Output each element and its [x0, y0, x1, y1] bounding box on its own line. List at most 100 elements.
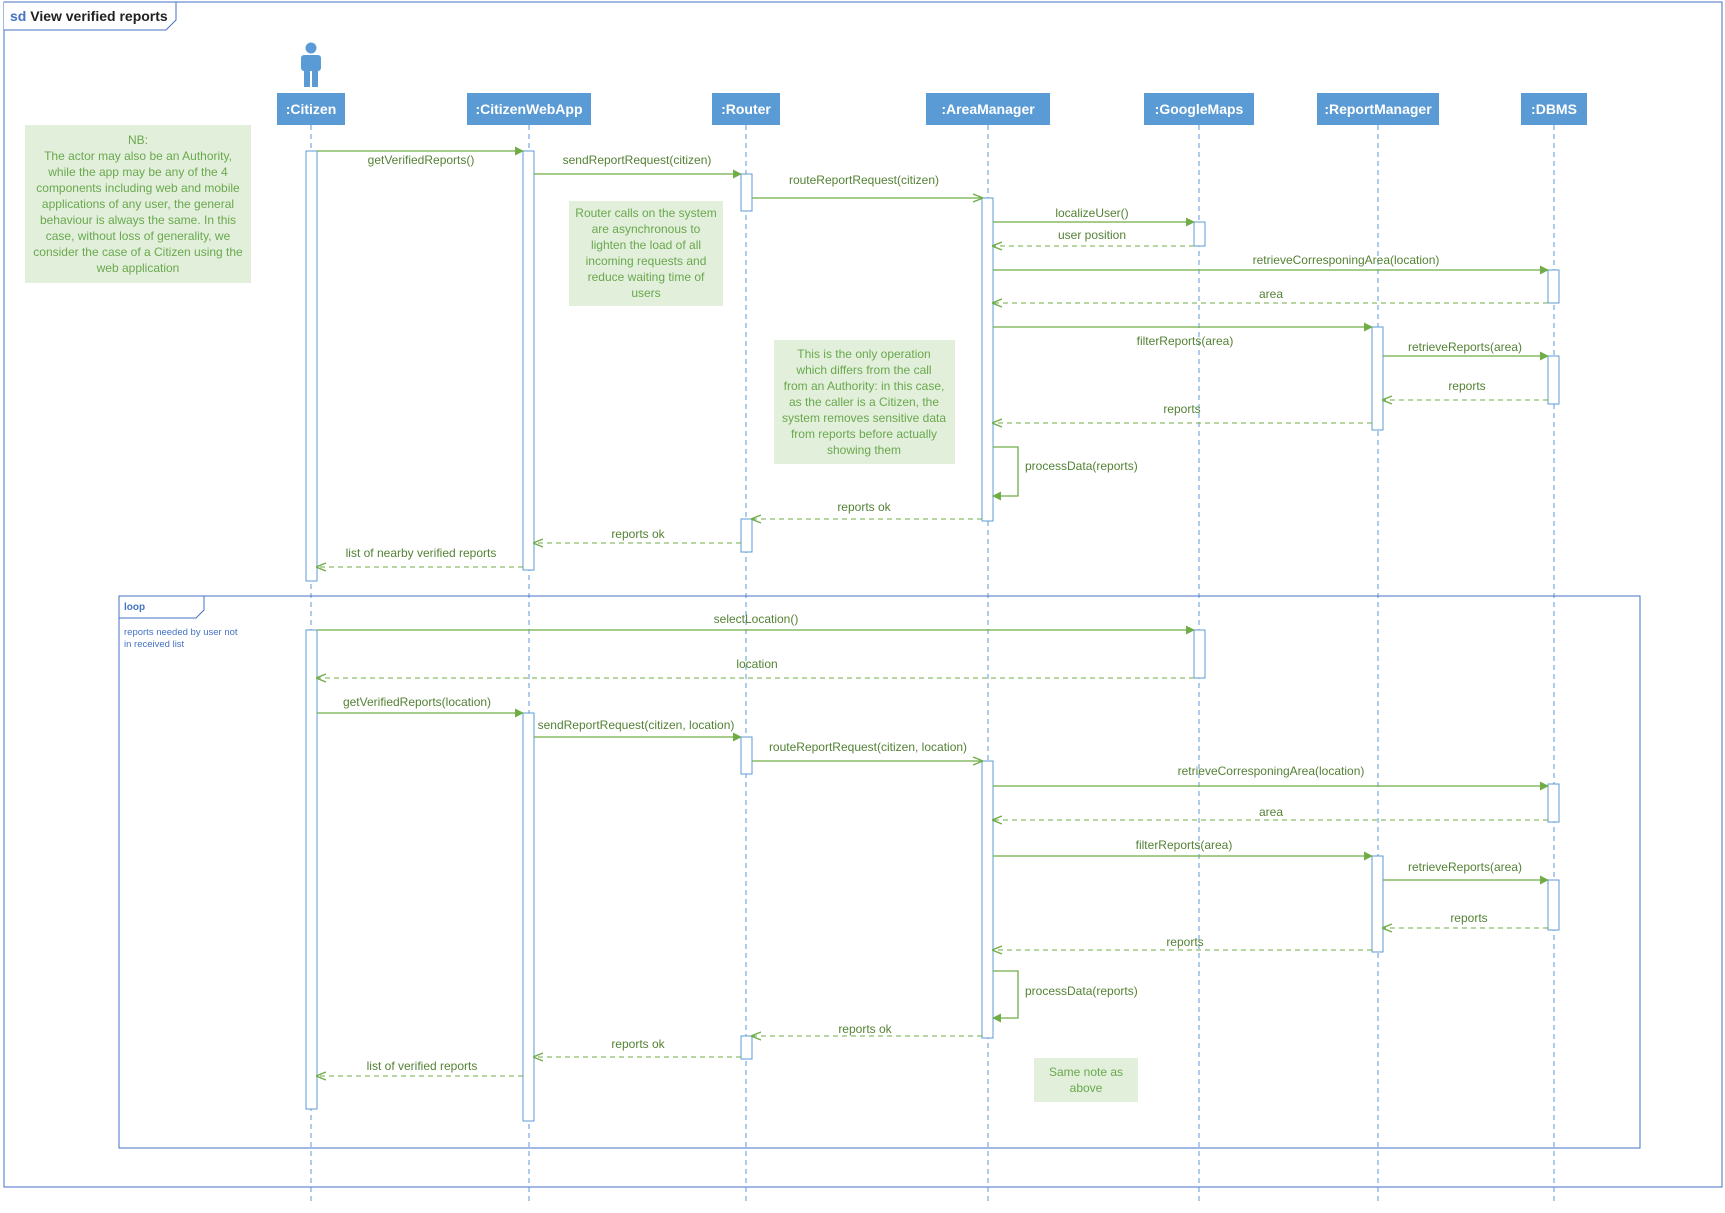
lifeline-label-gmaps: :GoogleMaps — [1155, 101, 1244, 117]
person-icon — [301, 42, 321, 87]
lifeline-label-area: :AreaManager — [941, 101, 1035, 117]
loop-guard-line-1: reports needed by user not — [124, 627, 238, 638]
lifeline-dashes — [310, 125, 1555, 1205]
note-actor: NB: The actor may also be an Authority, … — [25, 125, 251, 283]
message-label: reports — [1450, 911, 1487, 925]
note-router-line: incoming requests and — [586, 254, 707, 268]
sd-title: View verified reports — [30, 8, 168, 24]
message-label: routeReportRequest(citizen) — [789, 173, 939, 187]
note-actor-line: behaviour is always the same. In this — [40, 213, 236, 227]
activation-reportmgr-1 — [1371, 326, 1384, 431]
sd-frame-label: sd View verified reports — [10, 8, 168, 24]
note-actor-text: NB: The actor may also be an Authority, … — [33, 133, 243, 275]
note-router-line: are asynchronous to — [592, 222, 701, 236]
loop-keyword: loop — [124, 602, 145, 613]
activation-webapp-2 — [522, 712, 535, 1122]
message-label: retrieveReports(area) — [1408, 860, 1522, 874]
activation-gmaps-1 — [1193, 221, 1206, 247]
note-actor-line: web application — [96, 261, 180, 275]
lifeline-label-dbms: :DBMS — [1531, 101, 1577, 117]
lifeline-label-router: :Router — [721, 101, 771, 117]
note-same-line: above — [1070, 1081, 1103, 1095]
activation-citizen-1 — [305, 150, 318, 582]
note-actor-line: consider the case of a Citizen using the — [33, 245, 243, 259]
note-actor-line: The actor may also be an Authority, — [44, 149, 232, 163]
sd-frame — [3, 1, 1723, 1188]
note-filter-line: from an Authority: in this case, — [784, 379, 945, 393]
message-label: user position — [1058, 228, 1126, 242]
note-same-text: Same note as above — [1049, 1065, 1123, 1095]
message-label: reports ok — [837, 500, 891, 514]
message-label: reports — [1448, 379, 1485, 393]
lifeline-header-webapp: :CitizenWebApp — [467, 93, 591, 125]
activations — [305, 150, 1560, 1122]
sd-frame-tab — [4, 1, 177, 31]
message-label: retrieveReports(area) — [1408, 340, 1522, 354]
activation-router-2 — [740, 518, 753, 553]
activation-gmaps-2 — [1193, 629, 1206, 679]
lifeline-label-citizen: :Citizen — [286, 101, 337, 117]
message-label: area — [1259, 287, 1283, 301]
message-label: list of nearby verified reports — [346, 546, 497, 560]
message-label: reports ok — [611, 1037, 665, 1051]
lifeline-label-reportmgr: :ReportManager — [1324, 101, 1432, 117]
loop-fragment: loop reports needed by user not in recei… — [118, 595, 1641, 1149]
message-label: filterReports(area) — [1137, 334, 1234, 348]
note-router-line: users — [631, 286, 660, 300]
note-actor-line: applications of any user, the general — [42, 197, 234, 211]
message-label: retrieveCorresponingArea(location) — [1178, 764, 1365, 778]
messages: getVerifiedReports() sendReportRequest(c… — [317, 146, 1549, 1076]
note-actor-line: components including web and mobile — [36, 181, 240, 195]
lifeline-header-router: :Router — [712, 93, 780, 125]
message-arrow — [992, 446, 1019, 501]
activation-area-1 — [981, 197, 994, 522]
message-label: getVerifiedReports() — [368, 153, 475, 167]
activation-dbms-3 — [1547, 783, 1560, 823]
lifeline-header-gmaps: :GoogleMaps — [1144, 93, 1254, 125]
message-label: reports ok — [611, 527, 665, 541]
message-label: sendReportRequest(citizen) — [563, 153, 712, 167]
note-filter-line: This is the only operation — [797, 347, 930, 361]
note-actor-line: while the app may be any of the 4 — [47, 165, 228, 179]
note-actor-line: NB: — [128, 133, 148, 147]
note-filter-text: This is the only operation which differs… — [782, 347, 946, 457]
note-same: Same note as above — [1034, 1058, 1138, 1102]
note-filter-line: from reports before actually — [791, 427, 937, 441]
activation-dbms-2 — [1547, 355, 1560, 405]
lifeline-header-dbms: :DBMS — [1521, 93, 1587, 125]
note-router-text: Router calls on the system are asynchron… — [575, 206, 716, 300]
lifeline-headers: :Citizen :CitizenWebApp :Router :AreaMan… — [277, 93, 1587, 125]
activation-webapp-1 — [522, 150, 535, 571]
note-router-line: lighten the load of all — [591, 238, 701, 252]
note-filter-line: showing them — [827, 443, 901, 457]
message-label: reports ok — [838, 1022, 892, 1036]
message-label: processData(reports) — [1025, 984, 1138, 998]
activation-citizen-2 — [305, 629, 318, 1110]
note-same-line: Same note as — [1049, 1065, 1123, 1079]
message-label: getVerifiedReports(location) — [343, 695, 491, 709]
message-label: location — [736, 657, 777, 671]
message-label: reports — [1166, 935, 1203, 949]
activation-router-4 — [740, 1035, 753, 1060]
activation-dbms-4 — [1547, 879, 1560, 931]
note-filter-line: which differs from the call — [795, 363, 931, 377]
message-label: localizeUser() — [1055, 206, 1128, 220]
note-actor-line: case, without loss of generality, we — [46, 229, 231, 243]
message-label: routeReportRequest(citizen, location) — [769, 740, 967, 754]
lifeline-header-reportmgr: :ReportManager — [1317, 93, 1439, 125]
note-router-line: Router calls on the system — [575, 206, 716, 220]
message-label: processData(reports) — [1025, 459, 1138, 473]
message-label: area — [1259, 805, 1283, 819]
note-filter-line: as the caller is a Citizen, the — [789, 395, 939, 409]
note-router: Router calls on the system are asynchron… — [569, 201, 723, 306]
lifeline-label-webapp: :CitizenWebApp — [475, 101, 582, 117]
activation-reportmgr-2 — [1371, 855, 1384, 953]
activation-router-3 — [740, 736, 753, 775]
note-router-line: reduce waiting time of — [588, 270, 705, 284]
sd-keyword: sd — [10, 8, 26, 24]
message-label: retrieveCorresponingArea(location) — [1253, 253, 1440, 267]
activation-router-1 — [740, 173, 753, 212]
loop-guard-line-2: in received list — [124, 639, 185, 650]
lifeline-header-area: :AreaManager — [926, 93, 1050, 125]
